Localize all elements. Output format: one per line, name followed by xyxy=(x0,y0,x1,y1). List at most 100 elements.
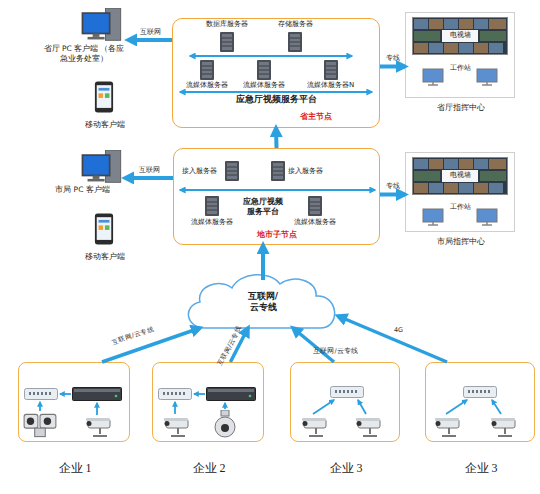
device-arrow xyxy=(60,393,71,395)
pc-icon xyxy=(82,150,120,182)
cloud-shape xyxy=(188,275,334,328)
edge-label: 4G xyxy=(394,326,403,334)
client-node: 移动客户端 xyxy=(72,78,138,134)
camera-icon xyxy=(356,418,380,436)
server-icon xyxy=(271,161,285,181)
camera-icon xyxy=(435,418,459,436)
phone-icon xyxy=(95,82,113,113)
command-center: 市局指挥中心电视墙工作站 xyxy=(405,152,515,232)
flow-arrow xyxy=(125,176,173,180)
device-links xyxy=(40,394,501,415)
server-icon xyxy=(225,161,239,181)
enterprise-box: 企业 3 xyxy=(290,362,400,442)
flow-arrow xyxy=(293,328,334,362)
camera-icon xyxy=(491,418,515,436)
node-text: 企业 1 xyxy=(9,461,141,475)
node-text: 电视墙 xyxy=(412,31,508,39)
server-node: 接入服务器 xyxy=(182,158,242,186)
server-node: 流媒体服务器N xyxy=(298,58,364,90)
switch-icon xyxy=(159,389,192,400)
edge-label: 互联网 xyxy=(140,27,161,36)
node-text: 存储服务器 xyxy=(268,20,323,28)
monitor-icon xyxy=(423,69,443,85)
node-text: 互联网/ 云专线 xyxy=(243,291,283,313)
client-node: 省厅 PC 客户端 （各应急业务处室） xyxy=(40,8,128,78)
device-arrow xyxy=(358,400,366,414)
camera-icon xyxy=(164,418,188,436)
client-node: 市局 PC 客户端 xyxy=(40,148,125,198)
device-arrow xyxy=(224,403,226,409)
node-text: 数据库服务器 xyxy=(200,20,255,28)
node-text: 省厅指挥中心 xyxy=(406,103,516,113)
node-text: 流媒体服务器 xyxy=(237,81,292,89)
edge-label: 互联网/云专线 xyxy=(313,347,357,356)
node-text: 移动客户端 xyxy=(72,120,138,129)
phone-icon xyxy=(95,214,113,245)
server-icon xyxy=(288,32,302,52)
server-icon xyxy=(205,196,219,216)
node-text: 省厅 PC 客户端 （各应急业务处室） xyxy=(42,44,126,64)
node-text: 接入服务器 xyxy=(288,167,338,175)
node-text: 应急厅视频服务平台 xyxy=(240,197,286,217)
node-subtext: 地市子节点 xyxy=(232,230,322,239)
node-text: 工作站 xyxy=(418,203,502,211)
camera-icon xyxy=(86,418,110,436)
screen-node: 工作站 xyxy=(418,58,502,92)
flow-arrow xyxy=(274,128,279,148)
server-node: 流媒体服务器 xyxy=(237,58,292,90)
node-text: 流媒体服务器 xyxy=(285,218,345,226)
switch-icon xyxy=(464,387,497,398)
camera-icon xyxy=(302,418,326,436)
node-text: 流媒体服务器 xyxy=(180,81,235,89)
node-text: 移动客户端 xyxy=(72,252,138,261)
switch-icon xyxy=(25,389,58,400)
device-arrow xyxy=(39,402,41,411)
flow-arrow xyxy=(380,192,405,196)
enterprise-box: 企业 2 xyxy=(152,362,264,442)
command-center-art xyxy=(413,18,508,226)
edge-label: 专线 xyxy=(386,54,400,63)
cloud-node: 互联网/ 云专线 xyxy=(188,280,338,328)
dome-camera-icon xyxy=(215,410,235,437)
enterprise-box: 企业 3 xyxy=(425,362,535,442)
node-text: 流媒体服务器 xyxy=(185,218,240,226)
device-arrow xyxy=(174,402,176,414)
node-text: 工作站 xyxy=(418,64,502,72)
edge-label: 专线 xyxy=(386,182,400,191)
node-text: 应急厅视频服务平台 xyxy=(229,94,323,104)
ptz-camera-icon xyxy=(24,414,56,436)
screen-node: 工作站 xyxy=(418,198,502,230)
bus-line xyxy=(180,189,375,191)
edge-label: 互联网 xyxy=(139,166,160,175)
flow-arrow xyxy=(261,245,265,280)
monitor-icon xyxy=(423,209,443,225)
server-node: 流媒体服务器 xyxy=(180,58,235,90)
server-icon xyxy=(324,60,338,80)
flow-arrow xyxy=(128,38,172,42)
monitor-icon xyxy=(477,69,497,85)
video-wall xyxy=(413,18,508,55)
bus-line xyxy=(190,55,352,57)
server-icon xyxy=(200,60,214,80)
flow-arrow xyxy=(380,64,405,68)
server-node: 流媒体服务器 xyxy=(285,194,345,236)
server-node: 存储服务器 xyxy=(268,20,323,54)
device-arrow xyxy=(313,400,334,414)
edge-label: 互联网/云专线 xyxy=(111,325,156,348)
device-arrow xyxy=(446,400,467,414)
node-text: 市局指挥中心 xyxy=(406,237,516,247)
monitor-icon xyxy=(477,209,497,225)
server-icon xyxy=(257,60,271,80)
server-icon xyxy=(220,32,234,52)
enterprise-box: 企业 1 xyxy=(18,362,130,442)
server-node: 流媒体服务器 xyxy=(185,194,240,236)
server-node: 数据库服务器 xyxy=(200,20,255,54)
node-text: 企业 2 xyxy=(143,461,275,475)
bus-line xyxy=(180,91,372,93)
platform-box: 应急厅视频服务平台省主节点数据库服务器存储服务器流媒体服务器流媒体服务器流媒体服… xyxy=(172,18,380,128)
screen-node: 电视墙 xyxy=(412,17,508,55)
server-icons xyxy=(200,32,338,216)
